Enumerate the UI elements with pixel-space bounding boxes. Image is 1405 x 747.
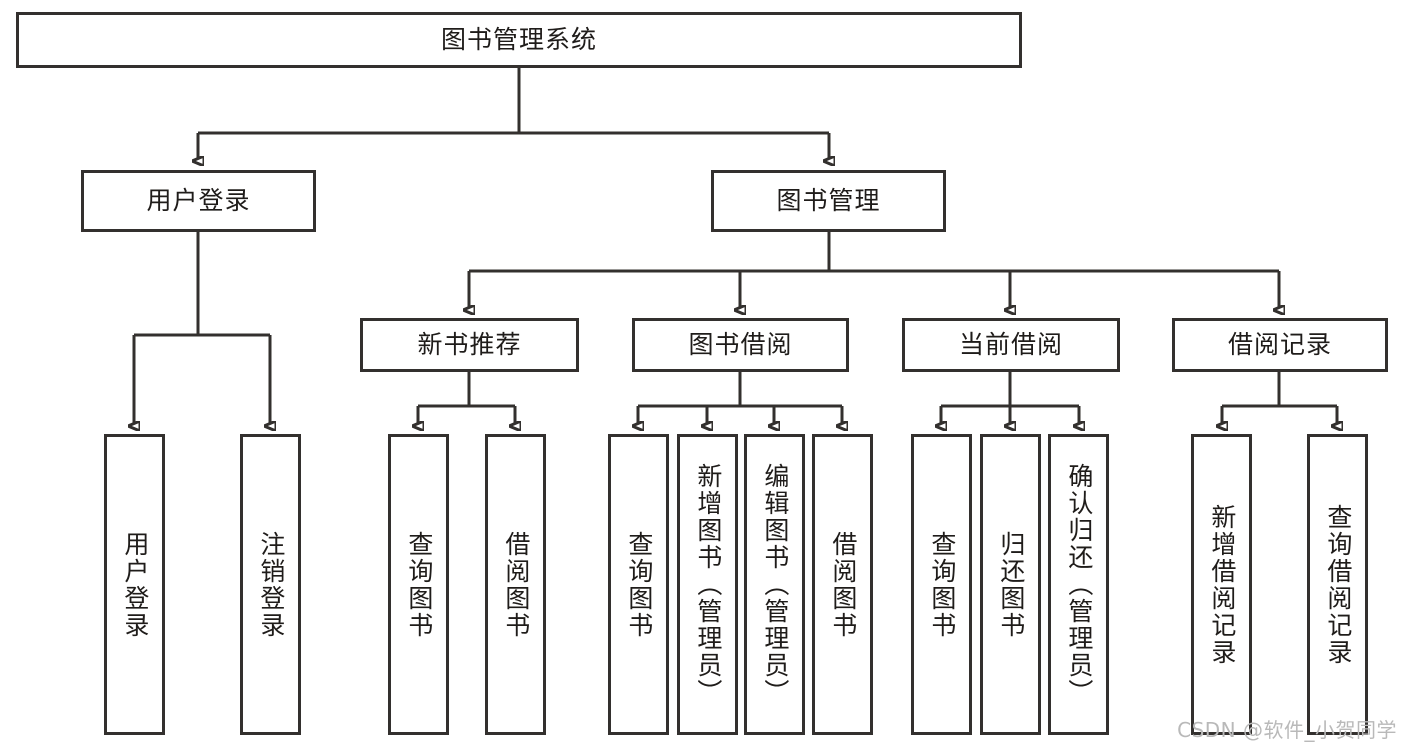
leaf-add-book-admin[interactable]: 新增图书（管理员） (677, 434, 738, 735)
node-label: 图书借阅 (688, 330, 793, 360)
leaf-borrow-book-recommend[interactable]: 借阅图书 (485, 434, 546, 735)
leaf-query-book-recommend[interactable]: 查询图书 (388, 434, 449, 735)
node-new-book-recommend[interactable]: 新书推荐 (360, 318, 579, 372)
node-label: 用户登录 (120, 530, 150, 639)
node-label: 新书推荐 (417, 330, 522, 360)
node-user-login[interactable]: 用户登录 (81, 170, 316, 232)
node-label: 新增借阅记录 (1207, 503, 1237, 666)
node-label: 借阅图书 (828, 530, 858, 639)
leaf-edit-book-admin[interactable]: 编辑图书（管理员） (744, 434, 805, 735)
leaf-query-borrow-record[interactable]: 查询借阅记录 (1307, 434, 1368, 735)
node-label: 图书管理系统 (440, 25, 597, 55)
leaf-user-login[interactable]: 用户登录 (104, 434, 165, 735)
node-borrow-records[interactable]: 借阅记录 (1172, 318, 1388, 372)
node-book-borrow[interactable]: 图书借阅 (632, 318, 849, 372)
node-label: 注销登录 (256, 530, 286, 639)
node-label: 借阅记录 (1227, 330, 1332, 360)
node-label: 新增图书（管理员） (693, 463, 723, 706)
leaf-add-borrow-record[interactable]: 新增借阅记录 (1191, 434, 1252, 735)
leaf-borrow-book[interactable]: 借阅图书 (812, 434, 873, 735)
leaf-query-book-borrow[interactable]: 查询图书 (608, 434, 669, 735)
node-label: 用户登录 (146, 186, 251, 216)
node-book-management[interactable]: 图书管理 (711, 170, 946, 232)
node-label: 编辑图书（管理员） (760, 463, 790, 706)
node-label: 查询借阅记录 (1323, 503, 1353, 666)
node-label: 图书管理 (776, 186, 881, 216)
node-label: 确认归还（管理员） (1064, 463, 1094, 706)
node-label: 归还图书 (996, 530, 1026, 639)
node-label: 借阅图书 (501, 530, 531, 639)
node-label: 查询图书 (624, 530, 654, 639)
node-label: 当前借阅 (958, 330, 1063, 360)
watermark: CSDN @软件_小贺同学 (1177, 718, 1397, 742)
leaf-logout[interactable]: 注销登录 (240, 434, 301, 735)
leaf-return-book[interactable]: 归还图书 (980, 434, 1041, 735)
node-label: 查询图书 (404, 530, 434, 639)
leaf-confirm-return-admin[interactable]: 确认归还（管理员） (1048, 434, 1109, 735)
node-label: 查询图书 (927, 530, 957, 639)
leaf-query-book-current[interactable]: 查询图书 (911, 434, 972, 735)
node-root-system[interactable]: 图书管理系统 (16, 12, 1022, 68)
node-current-borrow[interactable]: 当前借阅 (902, 318, 1120, 372)
